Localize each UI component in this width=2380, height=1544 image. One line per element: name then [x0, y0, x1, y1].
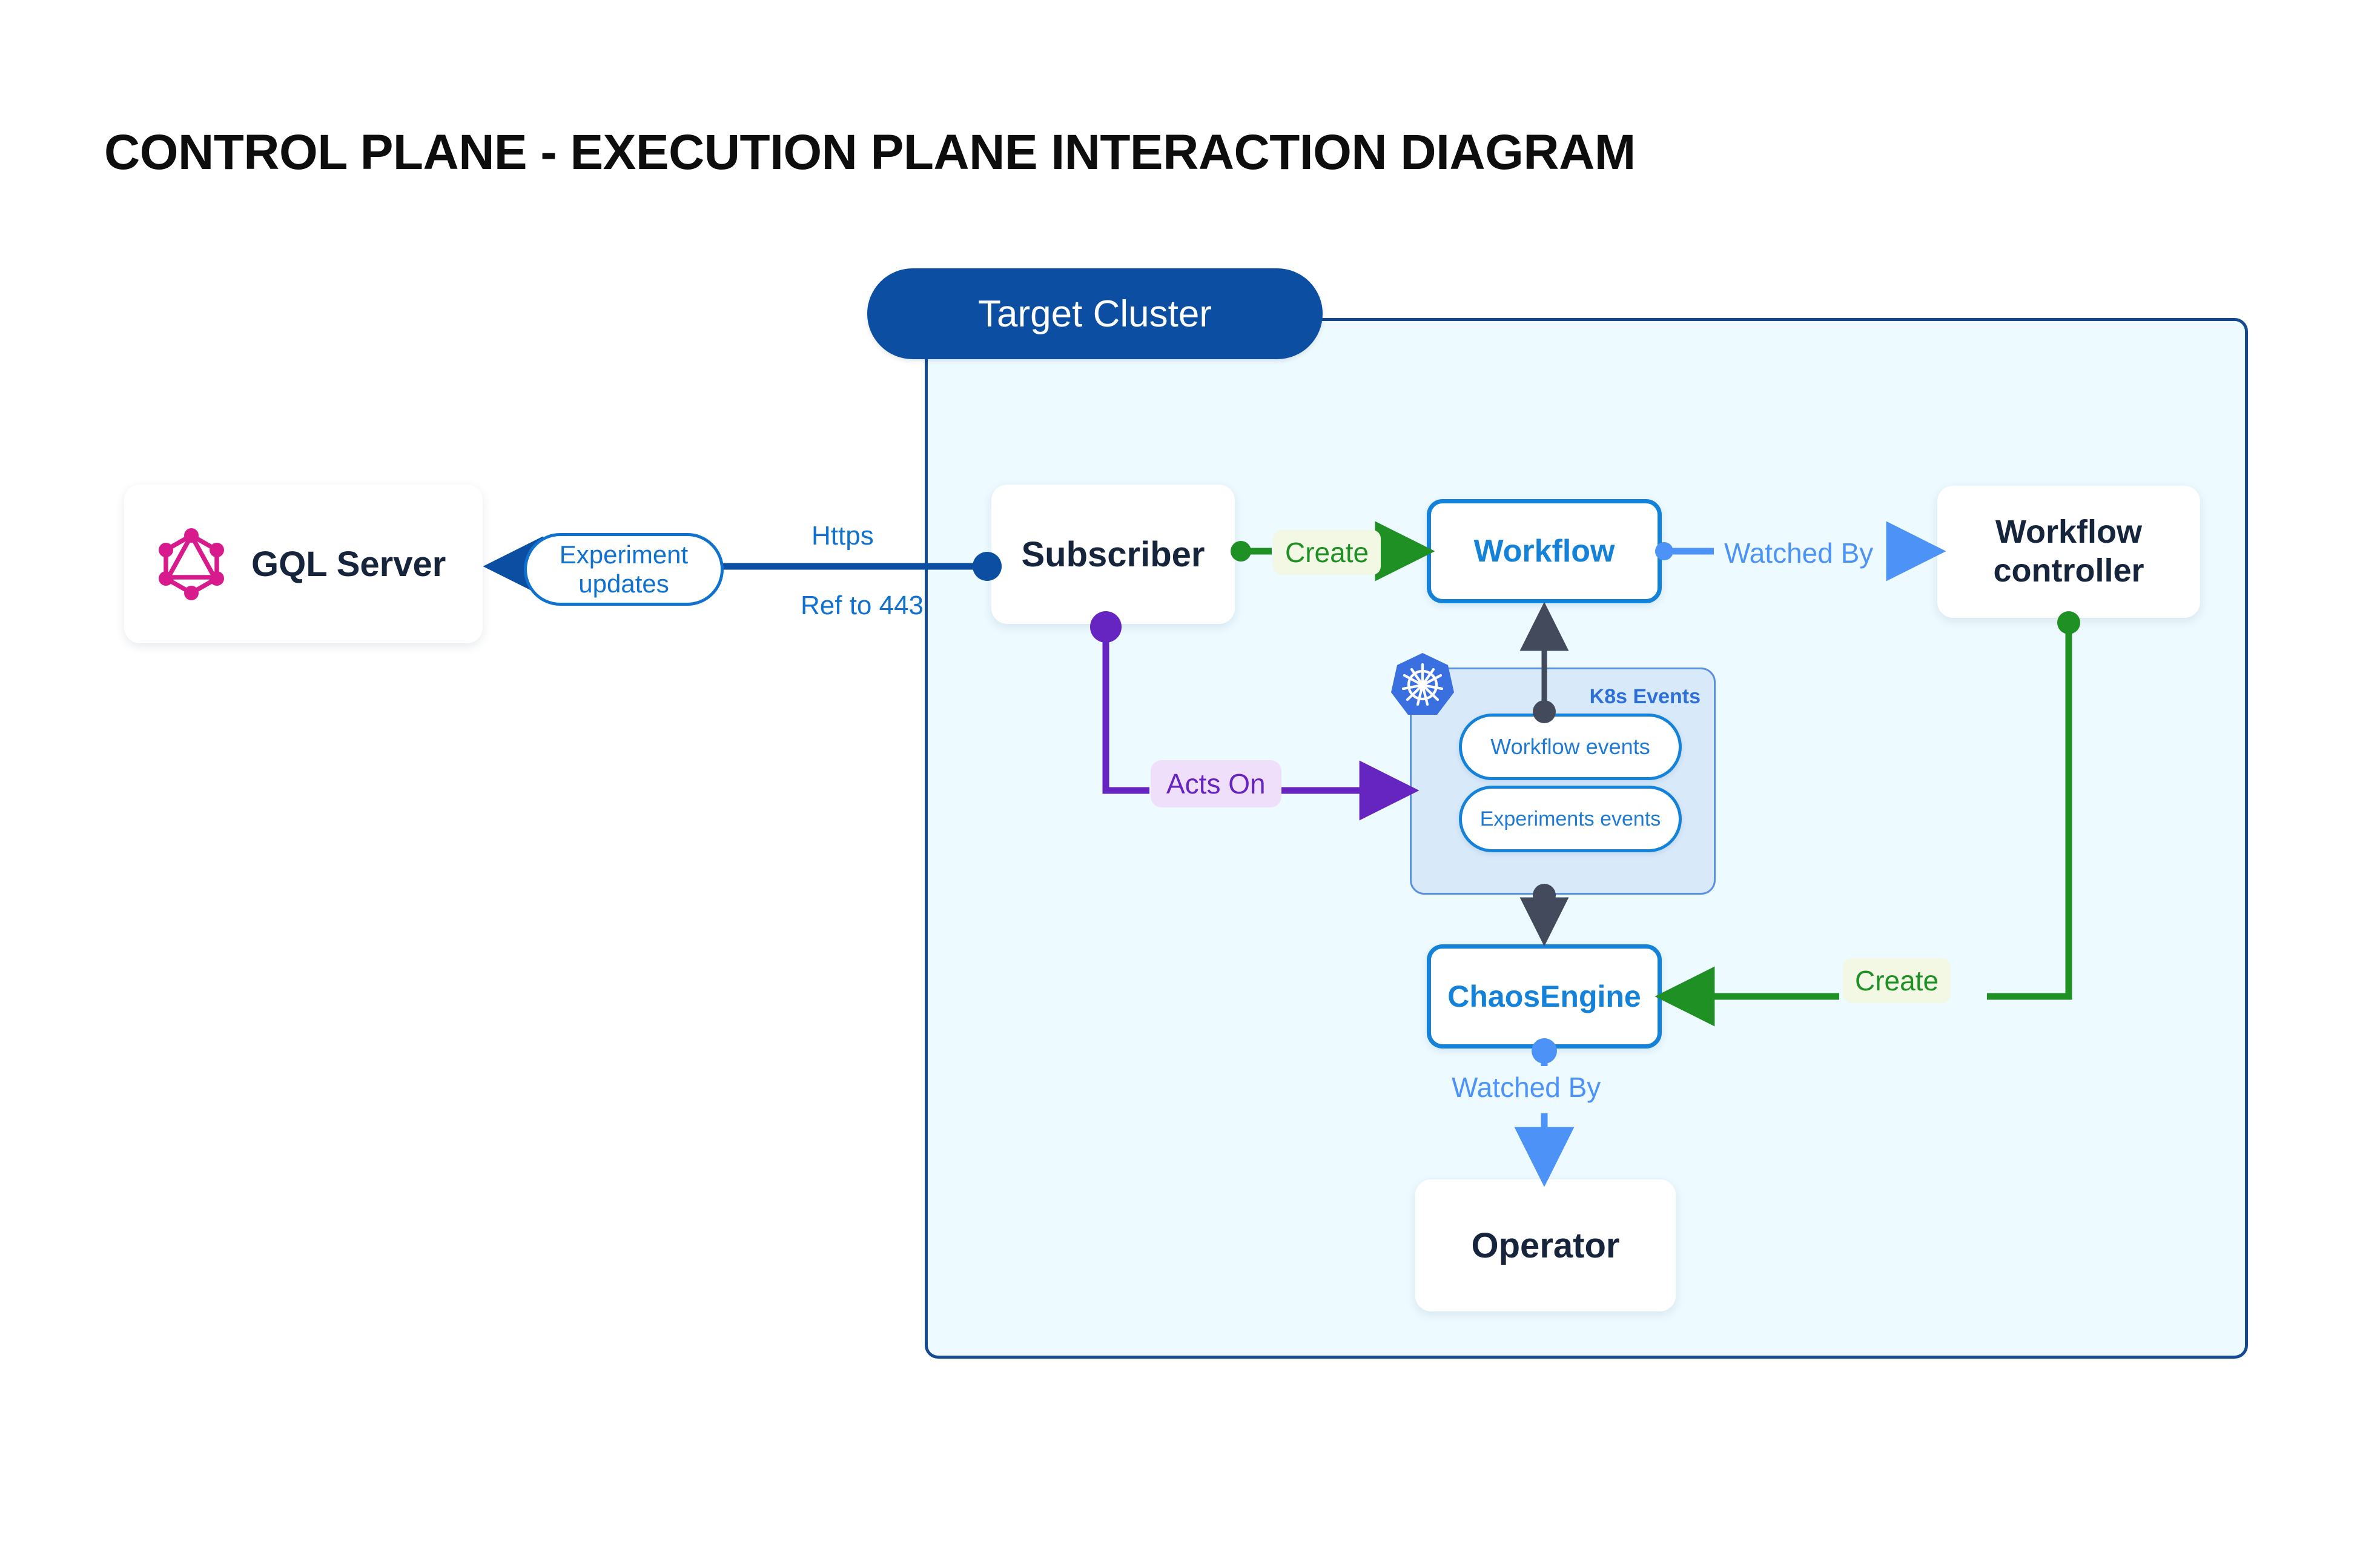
k8s-events-group-label: K8s Events [1589, 685, 1701, 708]
page-title: CONTROL PLANE - EXECUTION PLANE INTERACT… [104, 125, 1636, 180]
edge-label-watched-by-operator: Watched By [1452, 1072, 1601, 1103]
node-workflow-controller[interactable]: Workflow controller [1937, 486, 2200, 618]
edge-acts-on [1090, 611, 1420, 821]
edge-label-https: Https [812, 521, 874, 551]
edge-label-create-chaosengine: Create [1843, 958, 1951, 1003]
edge-label-experiment-updates-line1: Experiment [559, 540, 689, 569]
node-gql-server[interactable]: GQL Server [124, 485, 483, 643]
node-operator[interactable]: Operator [1415, 1179, 1676, 1311]
edge-label-experiment-updates-line2: updates [578, 569, 669, 598]
edge-label-acts-on: Acts On [1151, 760, 1281, 807]
edge-label-experiment-updates: Experiment updates [524, 533, 724, 606]
node-chaos-engine[interactable]: ChaosEngine [1427, 944, 1662, 1049]
edge-create-chaosengine [1654, 611, 2080, 1027]
edge-workflow-events-to-workflow [1519, 601, 1569, 723]
k8s-event-experiments-events[interactable]: Experiments events [1459, 786, 1682, 852]
edge-watched-by-operator [1514, 1038, 1575, 1187]
edge-watched-by-workflow [1655, 521, 1946, 581]
edge-label-watched-by-workflow: Watched By [1724, 537, 1874, 569]
kubernetes-logo-icon [1390, 651, 1455, 719]
edge-experiments-events-to-chaosengine [1519, 884, 1569, 947]
edge-label-create-workflow: Create [1273, 530, 1381, 575]
graphql-logo-icon [156, 525, 227, 603]
node-gql-server-label: GQL Server [251, 544, 446, 584]
node-subscriber[interactable]: Subscriber [991, 485, 1235, 624]
k8s-events-group: K8s Events Workflow events Experiments e… [1391, 653, 1716, 895]
edge-label-ref-to-443: Ref to 443 [801, 591, 924, 620]
target-cluster-title: Target Cluster [867, 268, 1323, 359]
edge-create-workflow [1231, 521, 1435, 581]
k8s-event-workflow-events[interactable]: Workflow events [1459, 714, 1682, 780]
